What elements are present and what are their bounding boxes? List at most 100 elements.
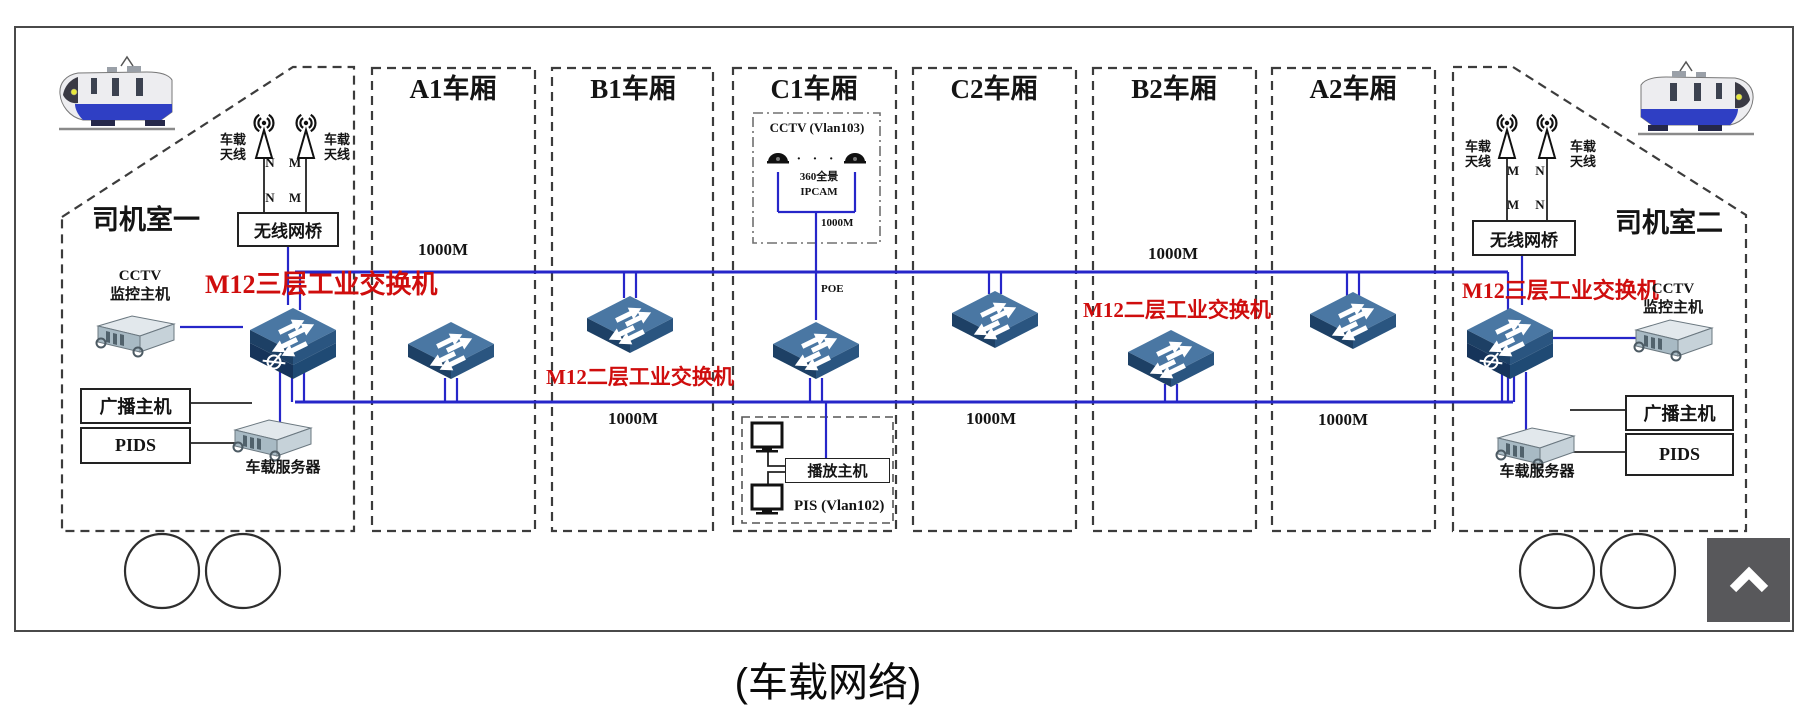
c1-cctv-title: CCTV (Vlan103) xyxy=(769,120,865,135)
antenna-label: 车载天线 xyxy=(1464,139,1491,169)
car-b2-outline xyxy=(1091,66,1258,533)
diagram-caption: (车载网络) xyxy=(734,661,922,705)
l3-switch-left xyxy=(250,308,336,379)
wheel xyxy=(204,532,282,610)
train-wheels xyxy=(123,532,1677,610)
cctv-host-label: 监控主机 xyxy=(1642,300,1704,316)
cctv-host-label: CCTV xyxy=(118,268,162,284)
l3-switch-label-right: M12三层工业交换机 xyxy=(1462,278,1659,303)
speed-label-bottom-b1: 1000M xyxy=(608,409,659,428)
pis-monitor-icon xyxy=(750,421,784,454)
l2-switch-label-left: M12二层工业交换机 xyxy=(546,365,734,389)
ipcam-icon xyxy=(767,153,789,164)
host-connectors xyxy=(187,158,1625,485)
train-image-right xyxy=(1636,60,1756,136)
poe-label: POE xyxy=(821,283,844,295)
speed-label-top-a1: 1000M xyxy=(418,240,469,259)
port-letter: M xyxy=(1506,163,1520,178)
c1-pis-group-box xyxy=(741,416,894,524)
car-a1-outline xyxy=(370,66,537,533)
scroll-to-top-button[interactable] xyxy=(1707,538,1790,622)
wheel xyxy=(123,532,201,610)
port-letter: M xyxy=(288,190,302,205)
vehicle-server-icon-right xyxy=(1495,427,1575,470)
l2-switch-a1 xyxy=(408,322,494,379)
l2-switch-b2 xyxy=(1128,330,1214,387)
cctv-host-label: CCTV xyxy=(1651,281,1695,297)
cab1-outline xyxy=(60,65,356,533)
speed-label-top-b2: 1000M xyxy=(1148,244,1199,263)
antenna-icon xyxy=(253,113,275,160)
car-c2-outline xyxy=(911,66,1078,533)
b2-switch-stubs xyxy=(1163,384,1179,402)
c1-cam-dots: · · · xyxy=(796,152,838,167)
speed-label-bottom-a2: 1000M xyxy=(1318,410,1369,429)
car-a2-outline xyxy=(1270,66,1437,533)
c1-switch-stubs xyxy=(808,378,824,402)
port-letter: N xyxy=(265,190,275,205)
wheel xyxy=(1599,532,1677,610)
ipcam-links xyxy=(776,172,857,243)
c2-switch-stubs xyxy=(987,272,1003,294)
car-a1-title: A1车厢 xyxy=(409,74,497,104)
vehicle-server-label-right: 车载服务器 xyxy=(1499,464,1575,480)
cctv-host-icon-right xyxy=(1633,319,1713,362)
pids-box-right: PIDS xyxy=(1625,433,1734,476)
b1-switch-stubs xyxy=(622,272,638,298)
antenna-icon xyxy=(1536,113,1558,160)
l2-switch-b1 xyxy=(587,296,673,353)
car-c2-title: C2车厢 xyxy=(950,74,1038,104)
port-letter: M xyxy=(1506,197,1520,212)
l3-switch-right xyxy=(1467,308,1553,379)
train-outline xyxy=(60,65,1748,533)
c1-cam-caption: IPCAM xyxy=(800,186,838,198)
port-letter: M xyxy=(288,155,302,170)
speed-label-bottom-c2: 1000M xyxy=(966,409,1017,428)
cctv-host-label: 监控主机 xyxy=(109,287,171,303)
l3-switch-label-left: M12三层工业交换机 xyxy=(205,270,438,299)
cab2-title: 司机室二 xyxy=(1615,208,1723,238)
l2-switch-a2 xyxy=(1310,292,1396,349)
port-letter: N xyxy=(1535,197,1545,212)
l2-switch-label-right: M12二层工业交换机 xyxy=(1083,298,1271,322)
cab2-outline xyxy=(1451,65,1748,533)
car-c1-title: C1车厢 xyxy=(770,74,858,104)
train-image-left xyxy=(57,55,177,131)
car-b1-outline xyxy=(550,66,715,533)
antenna-label: 车载天线 xyxy=(323,132,350,162)
broadcast-host-left: 广播主机 xyxy=(80,388,191,424)
antenna-icon xyxy=(295,113,317,160)
antenna-label: 车载天线 xyxy=(219,132,246,162)
port-letter: N xyxy=(265,155,275,170)
c1-speed-label: 1000M xyxy=(821,217,854,229)
antenna-icon xyxy=(1496,113,1518,160)
cab1-title: 司机室一 xyxy=(92,205,200,235)
c1-cam-caption: 360全景 xyxy=(799,171,839,183)
car-c1-outline xyxy=(731,66,898,533)
car-b2-title: B2车厢 xyxy=(1131,74,1217,104)
vehicle-server-icon-left xyxy=(232,419,312,462)
l2-switch-c2 xyxy=(952,291,1038,348)
port-letter: N xyxy=(1535,163,1545,178)
l2-switch-c1 xyxy=(773,322,859,379)
diagram-border xyxy=(14,26,1794,632)
broadcast-host-right: 广播主机 xyxy=(1625,395,1734,431)
a1-switch-stubs xyxy=(443,378,459,402)
cctv-host-icon-left xyxy=(95,315,175,358)
network-lines xyxy=(180,172,1636,458)
wireless-bridge-left: 无线网桥 xyxy=(237,212,339,247)
car-a2-title: A2车厢 xyxy=(1309,74,1397,104)
car-b1-title: B1车厢 xyxy=(590,74,676,104)
chevron-up-icon xyxy=(1729,566,1768,593)
wireless-bridge-right: 无线网桥 xyxy=(1472,220,1576,256)
antenna-label: 车载天线 xyxy=(1569,139,1596,169)
ipcam-icon xyxy=(844,153,866,164)
pis-vlan-label: PIS (Vlan102) xyxy=(794,498,885,514)
a2-switch-stubs xyxy=(1345,272,1361,296)
pids-box-left: PIDS xyxy=(80,427,191,464)
pis-monitor-icon xyxy=(750,483,784,516)
player-host-box: 播放主机 xyxy=(785,458,890,483)
wheel xyxy=(1518,532,1596,610)
